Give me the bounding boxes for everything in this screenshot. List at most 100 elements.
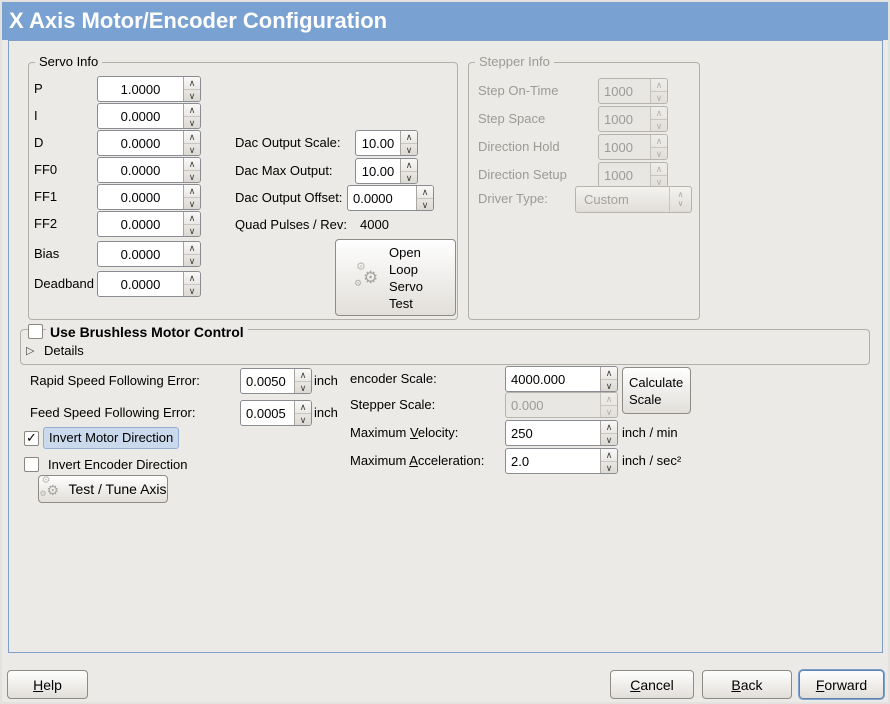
- spin-down-icon[interactable]: ∨: [184, 116, 200, 129]
- i-input[interactable]: [98, 104, 183, 128]
- invert-motor-label[interactable]: Invert Motor Direction: [43, 427, 180, 449]
- spin-up-icon[interactable]: ∧: [188, 243, 196, 253]
- spin-down-icon[interactable]: ∨: [601, 433, 617, 446]
- spin-up-icon[interactable]: ∧: [188, 159, 196, 169]
- dac-output-offset-spin-buttons[interactable]: ∧∨: [416, 186, 433, 210]
- test-tune-axis-button[interactable]: ⚙ ⚙ ⚙ Test / Tune Axis: [38, 475, 168, 503]
- spin-down-icon: ∨: [651, 175, 667, 188]
- feed-error-spin-buttons[interactable]: ∧∨: [294, 401, 311, 425]
- direction-hold-spinbox: ∧∨: [598, 134, 668, 160]
- deadband-input[interactable]: [98, 272, 183, 296]
- max-accel-spin-buttons[interactable]: ∧∨: [600, 449, 617, 473]
- invert-encoder-checkbox[interactable]: [24, 457, 39, 472]
- rapid-error-input[interactable]: [241, 369, 294, 393]
- deadband-spin-buttons[interactable]: ∧∨: [183, 272, 200, 296]
- spin-up-icon[interactable]: ∧: [188, 213, 196, 223]
- i-spin-buttons[interactable]: ∧∨: [183, 104, 200, 128]
- ff2-input[interactable]: [98, 212, 183, 236]
- deadband-spinbox: ∧∨: [97, 271, 201, 297]
- rapid-error-label: Rapid Speed Following Error:: [30, 373, 200, 388]
- spin-up-icon[interactable]: ∧: [299, 370, 307, 380]
- spin-up-icon[interactable]: ∧: [188, 186, 196, 196]
- d-input[interactable]: [98, 131, 183, 155]
- details-expander-triangle-icon[interactable]: ▷: [26, 345, 35, 357]
- servo-info-legend: Servo Info: [35, 54, 103, 69]
- spin-up-icon[interactable]: ∧: [405, 132, 413, 142]
- p-input[interactable]: [98, 77, 183, 101]
- step-space-spinbox: ∧∨: [598, 106, 668, 132]
- dac-max-output-label: Dac Max Output:: [235, 163, 333, 178]
- spin-up-icon[interactable]: ∧: [188, 105, 196, 115]
- encoder-scale-spin-buttons[interactable]: ∧∨: [600, 367, 617, 391]
- dac-output-scale-spin-buttons[interactable]: ∧∨: [400, 131, 417, 155]
- feed-error-input[interactable]: [241, 401, 294, 425]
- dac-output-offset-input[interactable]: [348, 186, 416, 210]
- spin-down-icon[interactable]: ∨: [401, 171, 417, 184]
- ff1-spin-buttons[interactable]: ∧∨: [183, 185, 200, 209]
- ff0-input[interactable]: [98, 158, 183, 182]
- spin-down-icon[interactable]: ∨: [401, 143, 417, 156]
- ff0-spin-buttons[interactable]: ∧∨: [183, 158, 200, 182]
- forward-button[interactable]: Forward: [799, 670, 884, 699]
- spin-down-icon[interactable]: ∨: [417, 198, 433, 211]
- dac-output-scale-input[interactable]: [356, 131, 400, 155]
- help-button[interactable]: Help: [7, 670, 88, 699]
- max-velocity-input[interactable]: [506, 421, 600, 445]
- p-spin-buttons[interactable]: ∧∨: [183, 77, 200, 101]
- invert-motor-checkbox[interactable]: ✓: [24, 431, 39, 446]
- gears-icon: ⚙ ⚙ ⚙: [354, 260, 379, 288]
- spin-down-icon[interactable]: ∨: [184, 224, 200, 237]
- spin-down-icon[interactable]: ∨: [184, 170, 200, 183]
- stepper-scale-label: Stepper Scale:: [350, 397, 436, 412]
- spin-up-icon[interactable]: ∧: [188, 273, 196, 283]
- feed-error-label: Feed Speed Following Error:: [30, 405, 196, 420]
- spin-down-icon[interactable]: ∨: [184, 254, 200, 267]
- step-space-spin-buttons: ∧∨: [650, 107, 667, 131]
- max-accel-input[interactable]: [506, 449, 600, 473]
- spin-down-icon[interactable]: ∨: [295, 413, 311, 426]
- ff2-spin-buttons[interactable]: ∧∨: [183, 212, 200, 236]
- spin-down-icon[interactable]: ∨: [184, 284, 200, 297]
- spin-down-icon[interactable]: ∨: [295, 381, 311, 394]
- bias-spin-buttons[interactable]: ∧∨: [183, 242, 200, 266]
- open-loop-servo-test-button[interactable]: ⚙ ⚙ ⚙ Open Loop Servo Test: [335, 239, 456, 316]
- spin-up-icon[interactable]: ∧: [605, 450, 613, 460]
- dac-max-output-input[interactable]: [356, 159, 400, 183]
- d-spin-buttons[interactable]: ∧∨: [183, 131, 200, 155]
- details-expander-label[interactable]: Details: [44, 343, 84, 358]
- bias-input[interactable]: [98, 242, 183, 266]
- spin-up-icon[interactable]: ∧: [605, 422, 613, 432]
- spin-up-icon: ∧: [655, 164, 663, 174]
- spin-down-icon[interactable]: ∨: [184, 89, 200, 102]
- back-button[interactable]: Back: [702, 670, 792, 699]
- encoder-scale-input[interactable]: [506, 367, 600, 391]
- spin-up-icon[interactable]: ∧: [605, 368, 613, 378]
- spin-up-icon[interactable]: ∧: [421, 187, 429, 197]
- spin-up-icon: ∧: [655, 108, 663, 118]
- max-velocity-spin-buttons[interactable]: ∧∨: [600, 421, 617, 445]
- spin-up-icon[interactable]: ∧: [299, 402, 307, 412]
- spin-down-icon[interactable]: ∨: [184, 143, 200, 156]
- spin-down-icon[interactable]: ∨: [601, 461, 617, 474]
- max-velocity-label: Maximum Velocity:: [350, 425, 459, 440]
- spin-up-icon[interactable]: ∧: [405, 160, 413, 170]
- bias-label: Bias: [34, 246, 60, 261]
- max-accel-spinbox: ∧∨: [505, 448, 618, 474]
- spin-up-icon[interactable]: ∧: [188, 78, 196, 88]
- check-icon: ✓: [26, 430, 37, 445]
- encoder-scale-label: encoder Scale:: [350, 371, 437, 386]
- cancel-button[interactable]: Cancel: [610, 670, 694, 699]
- ff1-spinbox: ∧∨: [97, 184, 201, 210]
- rapid-error-spin-buttons[interactable]: ∧∨: [294, 369, 311, 393]
- invert-encoder-label[interactable]: Invert Encoder Direction: [48, 457, 188, 472]
- calculate-scale-button[interactable]: Calculate Scale: [622, 367, 691, 414]
- spin-up-icon[interactable]: ∧: [188, 132, 196, 142]
- dac-max-output-spin-buttons[interactable]: ∧∨: [400, 159, 417, 183]
- quad-pulses-label: Quad Pulses / Rev:: [235, 217, 347, 232]
- spin-down-icon[interactable]: ∨: [601, 379, 617, 392]
- spin-down-icon[interactable]: ∨: [184, 197, 200, 210]
- ff1-input[interactable]: [98, 185, 183, 209]
- use-brushless-label: Use Brushless Motor Control: [46, 324, 248, 340]
- use-brushless-checkbox[interactable]: [28, 324, 43, 339]
